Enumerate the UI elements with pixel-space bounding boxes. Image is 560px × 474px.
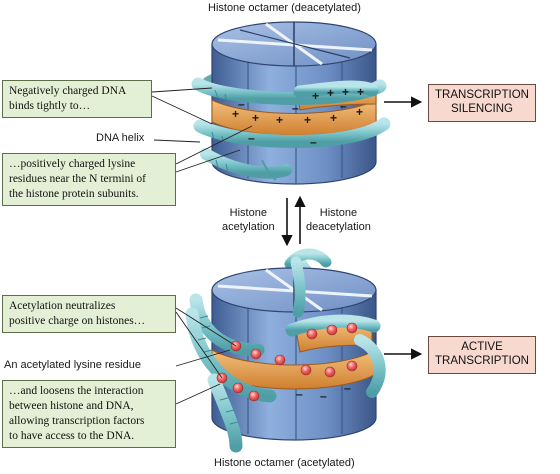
note-acetylation-neutralizes: Acetylation neutralizes positive charge … (2, 295, 176, 333)
note-loosens: …and loosens the interaction between his… (2, 380, 176, 448)
plus-sign: + (327, 86, 334, 100)
plus-sign: + (356, 105, 363, 119)
plus-sign: + (304, 113, 311, 127)
histone-deacetylation-label: Histone deacetylation (306, 207, 371, 233)
note-lysine: …positively charged lysine residues near… (2, 153, 176, 206)
nucleosome-deacetylated: + + + + + + + + + + – – – – – (191, 21, 391, 185)
dna-helix-tube (189, 293, 265, 357)
nucleosome-acetylated: – – – (185, 248, 386, 453)
callout-lines (151, 87, 253, 405)
plus-sign: + (312, 89, 319, 103)
result-arrows (384, 96, 423, 360)
minus-sign: – (248, 131, 255, 145)
dna-helix-label: DNA helix (96, 132, 145, 144)
minus-sign: – (320, 389, 327, 403)
plus-sign: + (330, 111, 337, 125)
minus-sign: – (340, 99, 347, 113)
minus-sign: – (238, 97, 245, 111)
bottom-title: Histone octamer (acetylated) (214, 457, 355, 469)
minus-sign: – (344, 381, 351, 395)
plus-sign: + (252, 111, 259, 125)
acetylated-lysine-label: An acetylated lysine residue (4, 359, 141, 371)
plus-sign: + (276, 113, 283, 127)
minus-sign: – (310, 135, 317, 149)
minus-sign: – (296, 387, 303, 401)
plus-sign: + (357, 85, 364, 99)
outcome-silencing: TRANSCRIPTION SILENCING (428, 84, 536, 122)
plus-sign: + (342, 85, 349, 99)
plus-sign: + (232, 107, 239, 121)
outcome-active: ACTIVE TRANSCRIPTION (428, 336, 536, 374)
histone-acetylation-label: Histone acetylation (222, 207, 275, 233)
acetylation-arrows (281, 195, 306, 247)
minus-sign: – (292, 101, 299, 115)
note-dna-binds: Negatively charged DNA binds tightly to… (2, 80, 152, 118)
top-title: Histone octamer (deacetylated) (208, 2, 361, 14)
